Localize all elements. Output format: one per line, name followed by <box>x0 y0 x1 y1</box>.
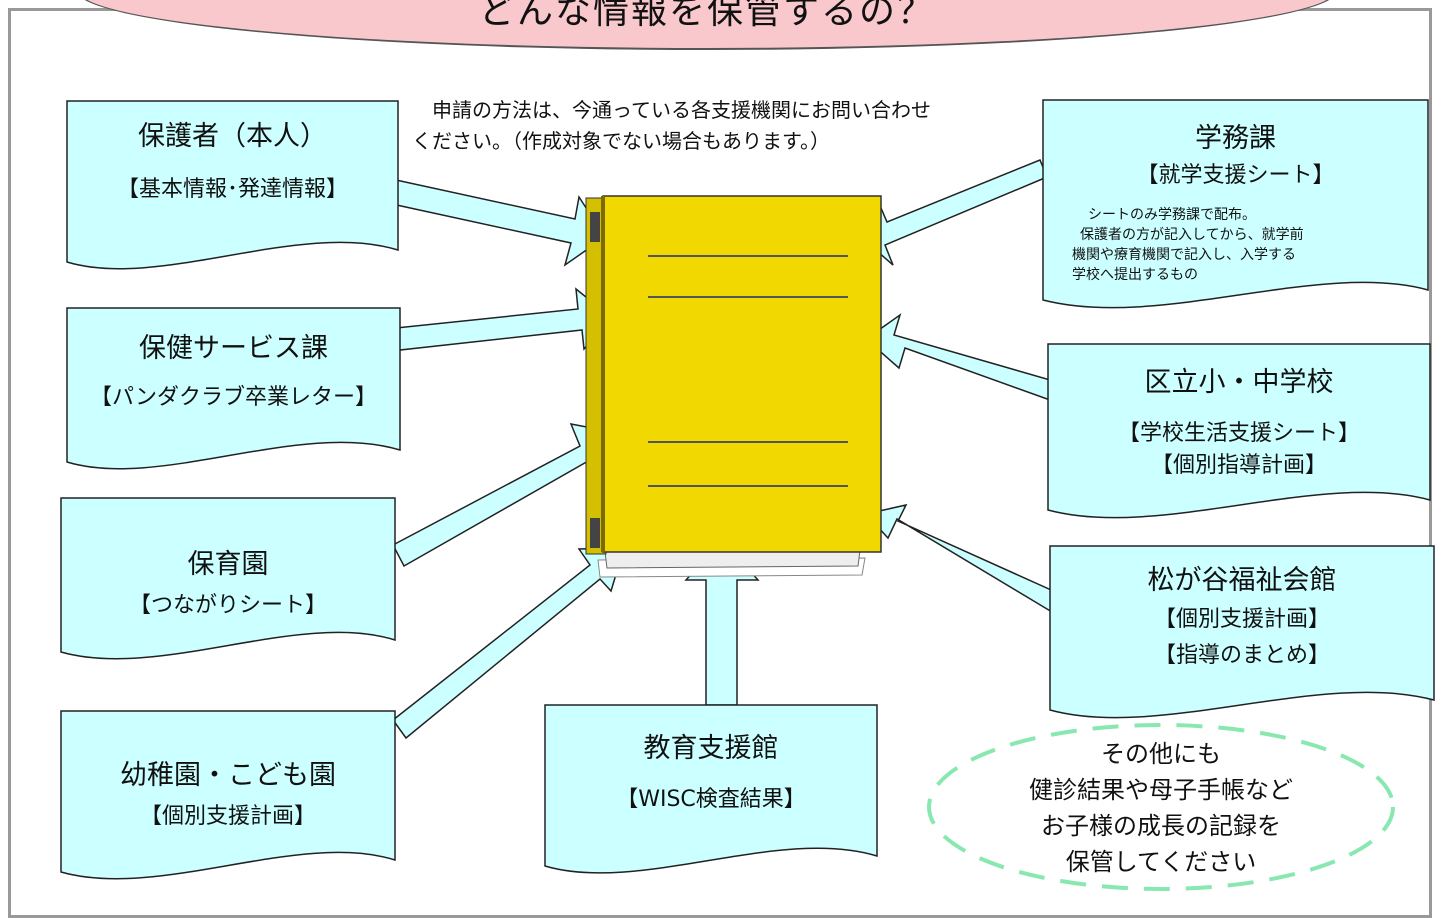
note-bubble-text: その他にも 健診結果や母子手帳など お子様の成長の記録を 保管してください <box>965 736 1357 880</box>
box-public-school <box>1047 343 1431 519</box>
academic-affairs-note: シートのみ学務課で配布。 保護者の方が記入してから、就学前 機関や療育機関で記入… <box>1072 205 1372 285</box>
bubble-line: お子様の成長の記録を <box>1041 812 1281 840</box>
source-nursery: 保育園 【つながりシート】 <box>61 546 395 622</box>
source-title: 区立小・中学校 <box>1144 367 1334 398</box>
box-nursery <box>60 497 396 660</box>
box-welfare-hall <box>1049 545 1435 719</box>
source-kindergarten: 幼稚園・こども園 【個別支援計画】 <box>61 757 395 833</box>
box-guardian <box>66 100 399 270</box>
note-line: 保護者の方が記入してから、就学前 <box>1080 227 1304 243</box>
note-bubble <box>927 723 1395 891</box>
source-welfare-hall: 松が谷福祉会館 【個別支援計画】 【指導のまとめ】 <box>1050 562 1434 672</box>
source-health-service: 保健サービス課 【パンダクラブ卒業レター】 <box>67 330 400 414</box>
arrow-guardian <box>391 179 607 267</box>
source-public-school: 区立小・中学校 【学校生活支援シート】 【個別指導計画】 <box>1048 364 1430 482</box>
source-education-center: 教育支援館 【WISC検査結果】 <box>545 730 877 816</box>
box-academic-affairs <box>1042 99 1429 309</box>
instruction-line-2: ください。（作成対象でない場合もあります。） <box>412 129 830 153</box>
source-document: 【個別支援計画】 <box>139 804 316 829</box>
source-title: 松が谷福祉会館 <box>1147 565 1337 596</box>
source-title: 学務課 <box>1195 123 1276 154</box>
source-academic-affairs: 学務課 【就学支援シート】 <box>1043 120 1428 192</box>
source-guardian: 保護者（本人） 【基本情報･発達情報】 <box>67 118 398 206</box>
source-document: 【WISC検査結果】 <box>616 787 806 812</box>
source-title: 保健サービス課 <box>139 333 328 364</box>
arrow-public-school <box>864 313 1058 401</box>
instruction-line-1: 申請の方法は、今通っている各支援機関にお問い合わせ <box>412 98 931 122</box>
bubble-line: 保管してください <box>1065 848 1257 876</box>
note-line: シートのみ学務課で配布。 <box>1088 207 1256 223</box>
application-instruction: 申請の方法は、今通っている各支援機関にお問い合わせ ください。（作成対象でない場… <box>412 95 1052 157</box>
box-health-service <box>66 307 401 470</box>
source-title: 保護者（本人） <box>138 121 327 152</box>
source-document: 【個別支援計画】 <box>1153 607 1330 632</box>
arrow-health-service <box>395 287 614 351</box>
bubble-line: 健診結果や母子手帳など <box>1029 776 1293 804</box>
source-document: 【就学支援シート】 <box>1136 163 1335 188</box>
bubble-line: その他にも <box>1101 740 1221 768</box>
source-title: 保育園 <box>187 549 269 580</box>
note-line: 学校へ提出するもの <box>1072 267 1198 283</box>
source-title: 教育支援館 <box>643 733 779 764</box>
arrow-academic-affairs <box>861 159 1048 266</box>
binder-icon <box>585 195 882 578</box>
source-document-2: 【個別指導計画】 <box>1150 453 1327 478</box>
arrow-welfare-hall <box>864 503 1061 614</box>
source-title: 幼稚園・こども園 <box>120 760 336 791</box>
box-education-center <box>544 704 878 874</box>
source-document-2: 【指導のまとめ】 <box>1153 643 1330 668</box>
source-document: 【パンダクラブ卒業レター】 <box>89 385 378 410</box>
box-kindergarten <box>60 710 396 880</box>
source-document: 【学校生活支援シート】 <box>1117 421 1360 446</box>
arrow-nursery <box>391 423 614 568</box>
page-title: どんな情報を保管するの？ <box>478 0 935 32</box>
note-line: 機関や療育機関で記入し、入学する <box>1072 247 1296 263</box>
source-document: 【基本情報･発達情報】 <box>116 177 348 202</box>
source-document: 【つながりシート】 <box>128 593 327 618</box>
